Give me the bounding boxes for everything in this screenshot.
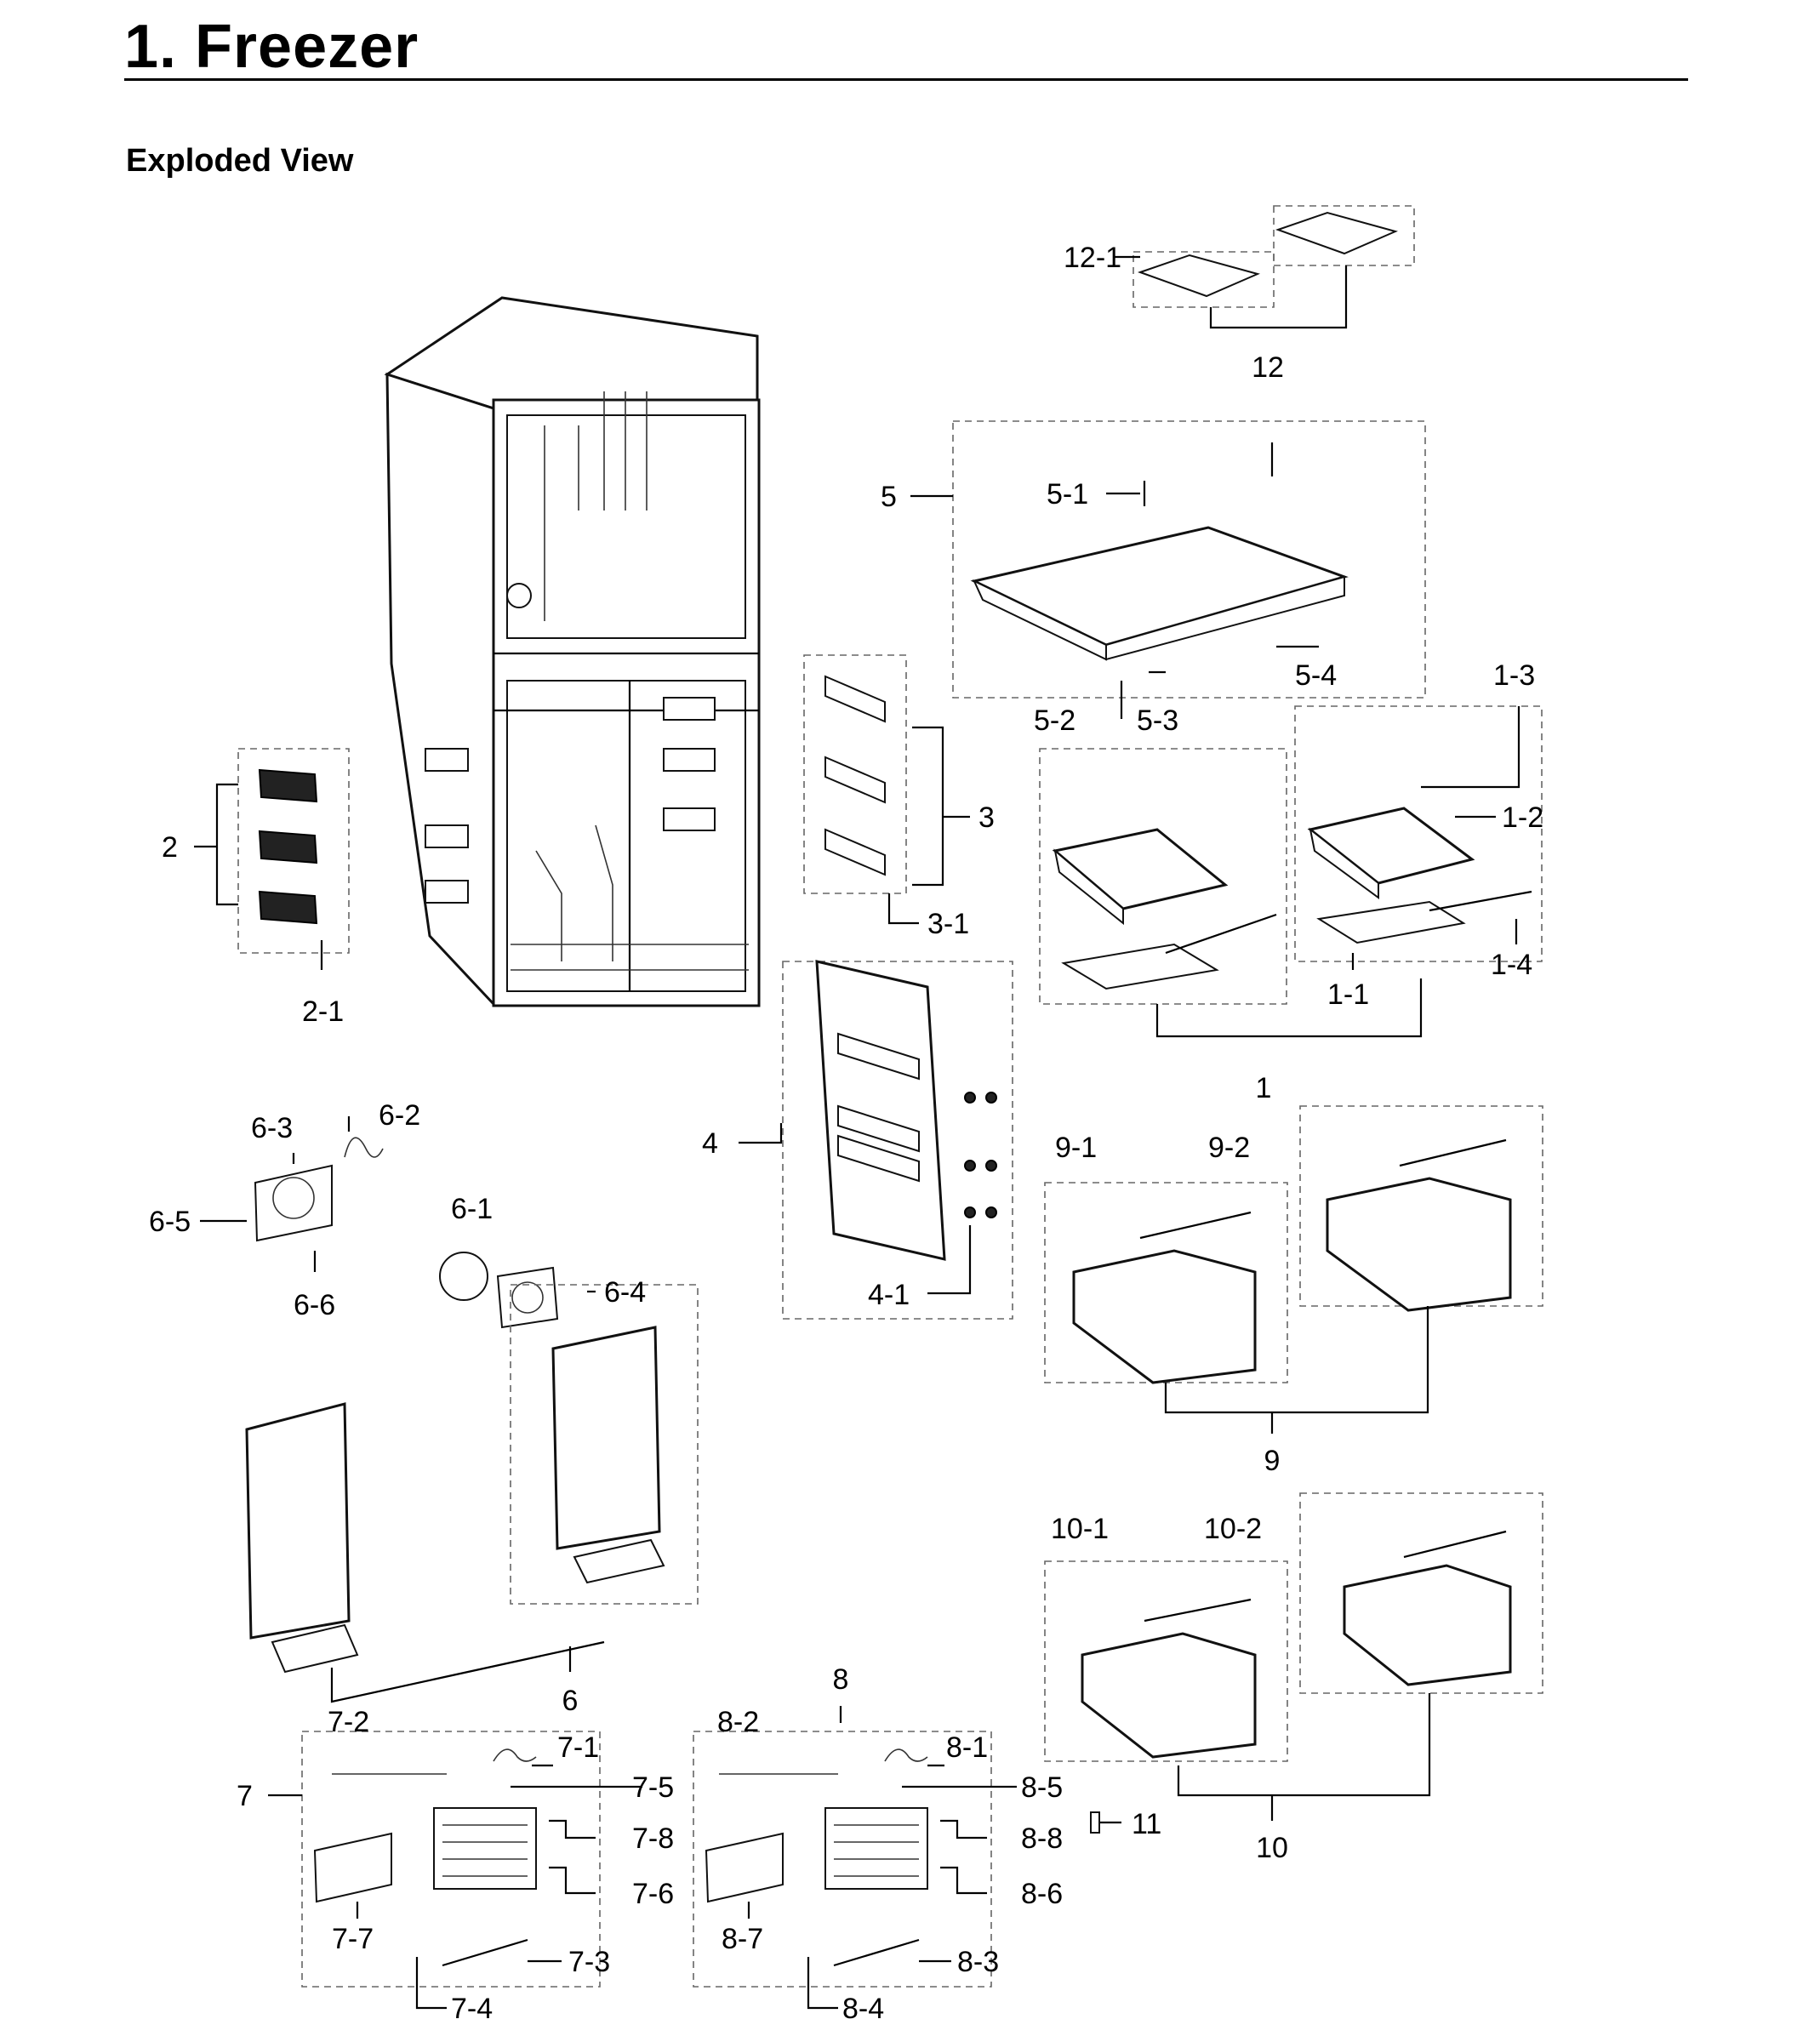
- label-10-2: 10-2: [1204, 1513, 1262, 1545]
- label-8-8: 8-8: [1021, 1822, 1063, 1855]
- label-8-5: 8-5: [1021, 1771, 1063, 1804]
- label-6-1: 6-1: [451, 1193, 493, 1225]
- part-2-group: 2 2-1: [162, 748, 350, 1028]
- label-5-4: 5-4: [1295, 659, 1337, 692]
- label-9-1: 9-1: [1055, 1132, 1097, 1164]
- label-8-2: 8-2: [717, 1706, 759, 1738]
- part-10-group: 10 10-1 10-2 11: [1044, 1492, 1543, 1864]
- label-12-1: 12-1: [1064, 242, 1121, 274]
- label-8-6: 8-6: [1021, 1878, 1063, 1910]
- label-7: 7: [237, 1780, 253, 1812]
- label-4-1: 4-1: [868, 1279, 910, 1311]
- label-5-1: 5-1: [1047, 478, 1088, 510]
- label-7-2: 7-2: [328, 1706, 369, 1738]
- label-8: 8: [833, 1663, 849, 1696]
- label-1-3: 1-3: [1493, 659, 1535, 692]
- label-7-1: 7-1: [557, 1731, 599, 1764]
- part-3-group: 3 3-1: [803, 654, 995, 940]
- label-7-7: 7-7: [332, 1923, 374, 1955]
- title-rule: [124, 78, 1688, 81]
- part-1-group: 1 1-1 1-2 1-3 1-4: [1039, 659, 1543, 1104]
- label-10: 10: [1256, 1832, 1288, 1864]
- label-8-1: 8-1: [946, 1731, 988, 1764]
- label-10-1: 10-1: [1051, 1513, 1109, 1545]
- label-2: 2: [162, 831, 178, 864]
- label-2-1: 2-1: [302, 995, 344, 1028]
- label-6-5: 6-5: [149, 1206, 191, 1238]
- label-5: 5: [881, 481, 897, 513]
- label-11: 11: [1132, 1808, 1161, 1840]
- label-1: 1: [1256, 1072, 1272, 1104]
- label-7-6: 7-6: [632, 1878, 674, 1910]
- label-7-4: 7-4: [451, 1993, 493, 2025]
- part-8-group: 8 8-1 8-2 8-3 8-4 8-5 8-6 8-7 8-8: [693, 1663, 1063, 2025]
- label-9: 9: [1264, 1445, 1281, 1477]
- label-7-8: 7-8: [632, 1822, 674, 1855]
- label-6-4: 6-4: [604, 1276, 646, 1309]
- label-12: 12: [1252, 351, 1284, 384]
- label-7-3: 7-3: [568, 1946, 610, 1978]
- label-8-3: 8-3: [957, 1946, 999, 1978]
- label-7-5: 7-5: [632, 1771, 674, 1804]
- label-9-2: 9-2: [1208, 1132, 1250, 1164]
- label-5-2: 5-2: [1034, 704, 1075, 737]
- label-6-6: 6-6: [294, 1289, 335, 1321]
- label-1-1: 1-1: [1327, 978, 1369, 1011]
- label-8-7: 8-7: [722, 1923, 763, 1955]
- page-title: 1. Freezer: [124, 13, 419, 81]
- label-3: 3: [978, 801, 995, 834]
- part-9-group: 9 9-1 9-2: [1044, 1105, 1543, 1477]
- part-4-group: 4 4-1: [702, 960, 1013, 1320]
- label-6-2: 6-2: [379, 1099, 420, 1132]
- label-1-2: 1-2: [1502, 801, 1543, 834]
- part-6-group: 6 6-1 6-2 6-3 6-4 6-5 6-6: [149, 1099, 699, 1717]
- part-5-group: 5 5-1 5-2 5-3 5-4: [881, 420, 1426, 737]
- label-4: 4: [702, 1127, 718, 1160]
- section-subtitle: Exploded View: [126, 143, 354, 179]
- label-3-1: 3-1: [927, 908, 969, 940]
- label-1-4: 1-4: [1491, 949, 1532, 981]
- part-7-group: 7 7-1 7-2 7-3 7-4 7-5 7-6 7-7 7-8: [237, 1706, 674, 2025]
- label-5-3: 5-3: [1137, 704, 1178, 737]
- label-6: 6: [562, 1685, 579, 1717]
- label-6-3: 6-3: [251, 1112, 293, 1144]
- part-12-group: 12 12-1: [1064, 205, 1415, 384]
- freezer-cabinet: [384, 296, 761, 1007]
- label-8-4: 8-4: [842, 1993, 884, 2025]
